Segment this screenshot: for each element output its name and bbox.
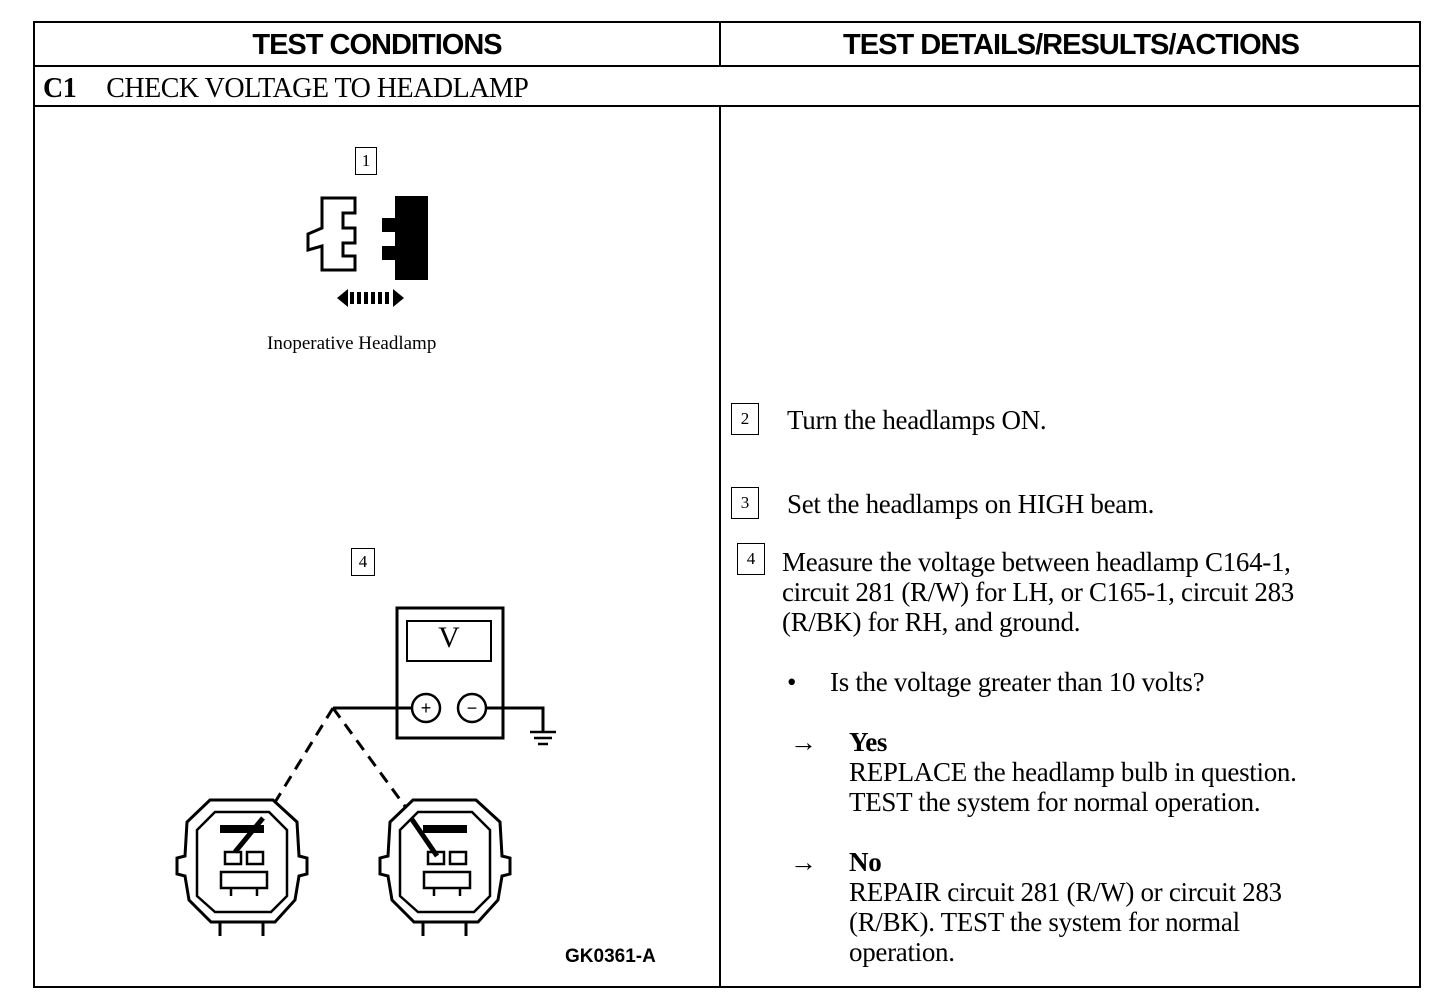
yes-line-1: REPLACE the headlamp bulb in question. [849,757,1297,787]
separate-arrow-icon [337,289,404,307]
step-code: C1 [43,73,77,104]
test-conditions-header: TEST CONDITIONS [252,29,502,61]
step-box-3: 3 [731,487,759,519]
connector-male-half [306,196,357,272]
yes-result: Yes REPLACE the headlamp bulb in questio… [849,727,1297,817]
no-result: No REPAIR circuit 281 (R/W) or circuit 2… [849,847,1282,967]
connector-female-half [382,196,428,280]
step-box-4: 4 [737,543,765,575]
step-box-2: 2 [731,403,759,435]
test-details-header: TEST DETAILS/RESULTS/ACTIONS [843,29,1300,61]
header-rule [35,65,1419,67]
step-rule [35,105,1419,107]
step-title: CHECK VOLTAGE TO HEADLAMP [106,73,529,104]
question-bullet: • [787,667,797,697]
step-4-text: Measure the voltage between headlamp C16… [782,547,1294,637]
no-label: No [849,847,882,877]
no-line-2: (R/BK). TEST the system for normal [849,907,1240,937]
svg-text:−: − [467,698,478,718]
step-title-bar: C1 CHECK VOLTAGE TO HEADLAMP [43,73,529,105]
question-text: Is the voltage greater than 10 volts? [830,667,1205,697]
yes-label: Yes [849,727,888,757]
no-line-3: operation. [849,937,955,967]
voltmeter-icon: + − [395,606,505,740]
headlamp-connector-lh [175,798,309,936]
headlamp-connector-rh [378,798,512,936]
step-box-4-left: 4 [351,548,375,576]
step-box-1: 1 [355,147,377,175]
connector-disconnect-icon [306,196,428,307]
ground-icon [530,730,556,746]
voltmeter-test-diagram: + − [175,606,556,936]
yes-line-2: TEST the system for normal operation. [849,787,1261,817]
voltmeter-label: V [438,621,460,654]
column-divider [719,107,721,986]
step-4-line-3: (R/BK) for RH, and ground. [782,607,1081,637]
header-divider [719,23,721,65]
step-3-text: Set the headlamps on HIGH beam. [787,489,1155,519]
inoperative-headlamp-caption: Inoperative Headlamp [267,333,437,354]
step-2-text: Turn the headlamps ON. [787,405,1047,435]
step-4-line-1: Measure the voltage between headlamp C16… [782,547,1291,577]
test-table: TEST CONDITIONS TEST DETAILS/RESULTS/ACT… [33,21,1421,988]
no-arrow-icon: → [790,847,817,877]
no-line-1: REPAIR circuit 281 (R/W) or circuit 283 [849,877,1282,907]
figure-id: GK0361-A [565,946,656,967]
step-4-line-2: circuit 281 (R/W) for LH, or C165-1, cir… [782,577,1294,607]
yes-arrow-icon: → [790,727,817,757]
svg-text:+: + [421,698,432,718]
